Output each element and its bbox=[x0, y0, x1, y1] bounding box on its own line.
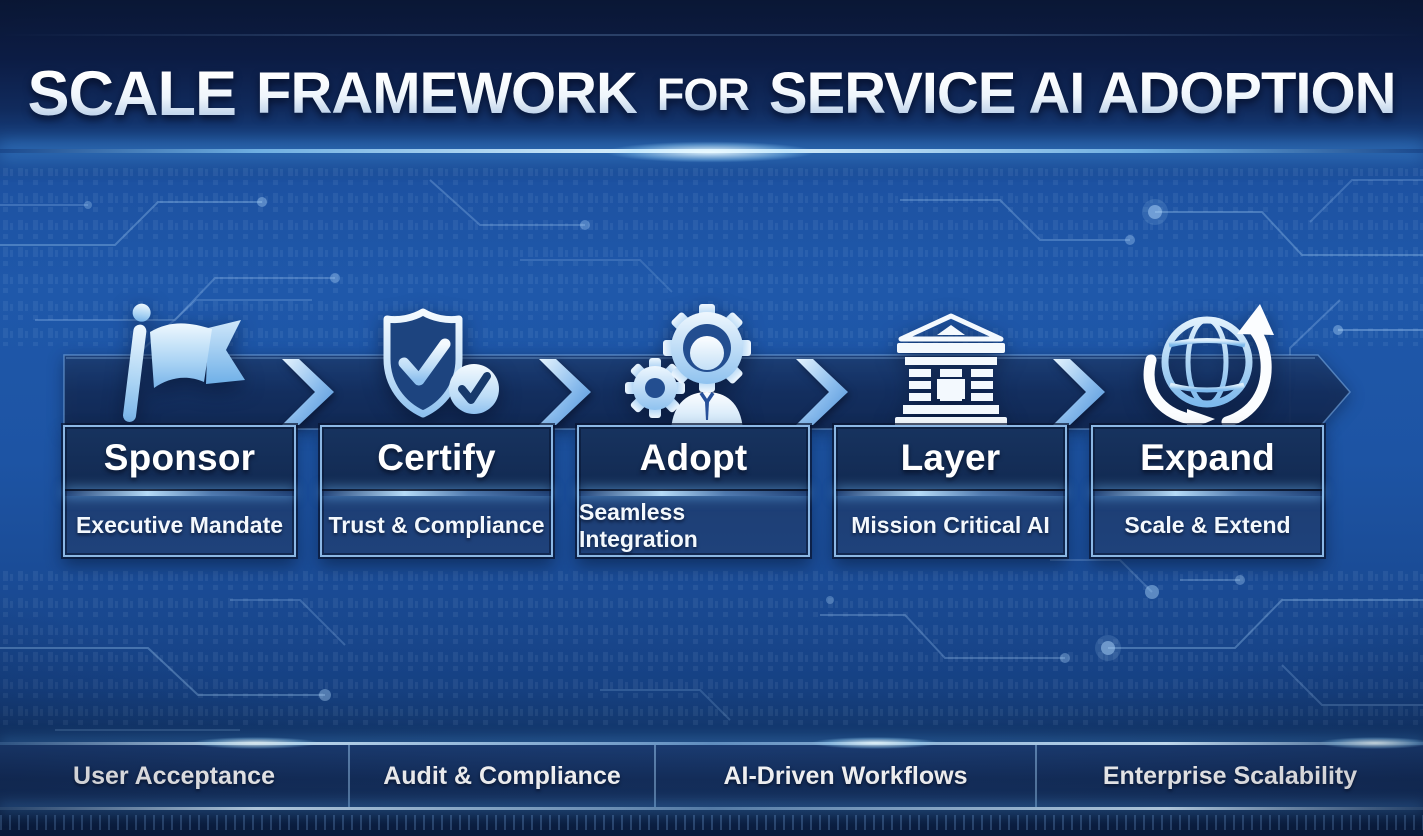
title-word-scale: SCALE bbox=[27, 58, 238, 129]
stage-card-expand: Expand Scale & Extend bbox=[1091, 425, 1324, 557]
flag-icon bbox=[123, 303, 245, 422]
stage-subtitle: Trust & Compliance bbox=[328, 512, 545, 538]
institution-icon bbox=[895, 313, 1007, 428]
stage-card-layer: Layer Mission Critical AI bbox=[834, 425, 1067, 557]
page-title: SCALE FRAMEWORK FOR SERVICE AI ADOPTION bbox=[0, 38, 1423, 150]
footer-item-user-acceptance: User Acceptance bbox=[73, 761, 275, 790]
stage-title: Layer bbox=[900, 437, 1001, 478]
title-word-for: FOR bbox=[656, 68, 750, 120]
stage-divider bbox=[579, 489, 808, 496]
footer-item-enterprise-scalability: Enterprise Scalability bbox=[1035, 745, 1423, 807]
stage-title: Expand bbox=[1140, 437, 1275, 478]
stage-divider bbox=[322, 489, 551, 496]
stage-title: Adopt bbox=[639, 437, 748, 478]
globe-arrow-icon bbox=[1143, 304, 1274, 431]
chevron-arrow-icon bbox=[1053, 359, 1105, 425]
title-word-framework: FRAMEWORK bbox=[256, 61, 638, 126]
shield-check-icon bbox=[383, 308, 499, 418]
stage-subtitle: Scale & Extend bbox=[1124, 512, 1291, 538]
stage-title: Sponsor bbox=[103, 437, 256, 478]
chevron-arrow-icon bbox=[796, 359, 848, 425]
footer-item-ai-driven-workflows: AI-Driven Workflows bbox=[654, 745, 1035, 807]
stage-divider bbox=[65, 489, 294, 496]
binary-ticks-strip bbox=[0, 815, 1423, 830]
stage-card-sponsor: Sponsor Executive Mandate bbox=[63, 425, 296, 557]
stage-subtitle: Mission Critical AI bbox=[851, 512, 1050, 538]
stage-subtitle: Executive Mandate bbox=[75, 512, 284, 538]
chevron-arrow-icon bbox=[539, 359, 591, 425]
stage-title: Certify bbox=[377, 437, 496, 478]
footer-item-audit-compliance: Audit & Compliance bbox=[348, 745, 654, 807]
top-divider-line bbox=[0, 34, 1423, 36]
stage-card-certify: Certify Trust & Compliance bbox=[320, 425, 553, 557]
stage-subtitle: Seamless Integration bbox=[579, 498, 698, 552]
stage-divider bbox=[836, 489, 1065, 496]
title-underline-glow bbox=[0, 149, 1423, 153]
stage-divider bbox=[1093, 489, 1322, 496]
stage-card-adopt: Adopt Seamless Integration bbox=[577, 425, 810, 557]
person-gears-icon bbox=[625, 304, 751, 430]
footer-bar: User Acceptance Audit & Compliance AI-Dr… bbox=[0, 745, 1423, 807]
footer-bottom-glow-line bbox=[0, 807, 1423, 810]
chevron-arrow-icon bbox=[282, 359, 334, 425]
title-word-service-ai-adoption: SERVICE AI ADOPTION bbox=[768, 61, 1397, 126]
